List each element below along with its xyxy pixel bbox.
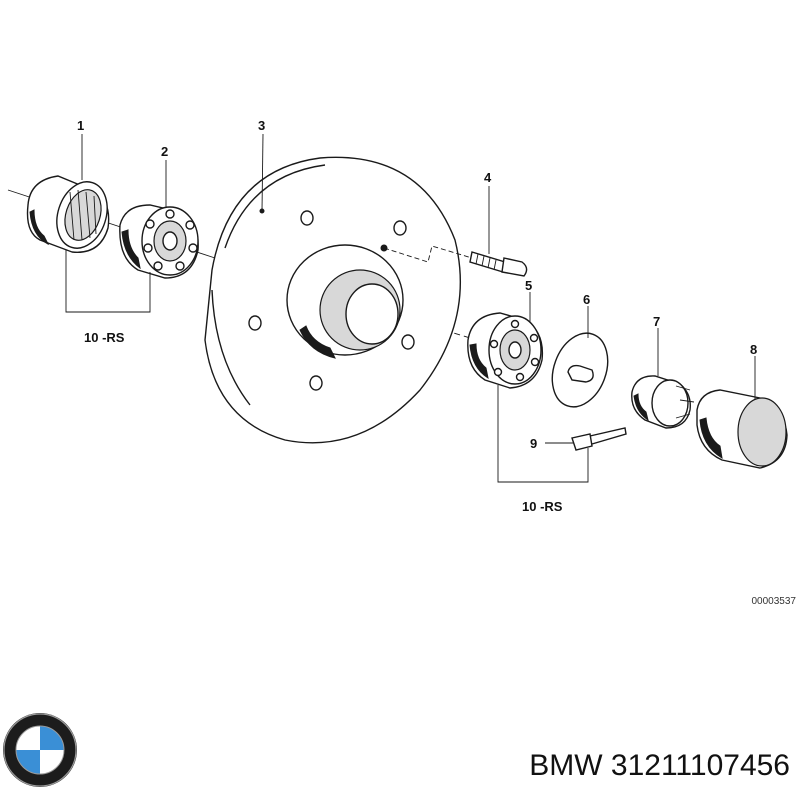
group-label-left: 10 -RS: [84, 330, 125, 345]
part-number-caption: BMW 31211107456: [529, 749, 790, 782]
callout-2: 2: [161, 144, 168, 159]
callout-9: 9: [530, 436, 537, 451]
part-3-wheel-hub: [204, 156, 461, 444]
lug-holes: [248, 210, 415, 391]
part-6-washer: [551, 332, 609, 408]
callout-7: 7: [653, 314, 660, 329]
part-4-screw: [383, 245, 528, 277]
callout-6: 6: [583, 292, 590, 307]
callout-labels: 1 2 3 4 5 6 7 8 9 10 -RS 10 -RS: [77, 118, 757, 514]
part-5-bearing: [467, 312, 544, 389]
callout-3: 3: [258, 118, 265, 133]
part-8-hub-cap: [696, 389, 788, 469]
callout-8: 8: [750, 342, 757, 357]
leader-lines: [65, 133, 756, 483]
callout-4: 4: [484, 170, 492, 185]
callout-1: 1: [77, 118, 84, 133]
part-7-castle-nut: [631, 375, 695, 429]
group-label-right: 10 -RS: [522, 499, 563, 514]
part-1-ring-nut: [26, 175, 110, 253]
callout-5: 5: [525, 278, 532, 293]
bmw-logo: [3, 713, 77, 787]
diagram-reference-number: 00003537: [752, 596, 797, 607]
part-2-bearing: [119, 204, 199, 279]
part-9-cotter-pin: [571, 427, 627, 451]
bearing-balls: [143, 209, 198, 271]
